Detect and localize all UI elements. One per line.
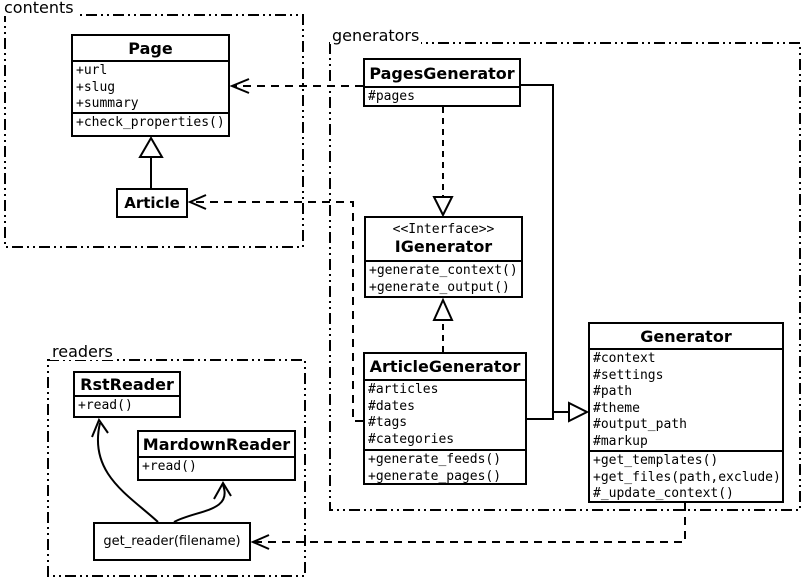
package-label-readers: readers bbox=[50, 342, 115, 361]
arrow-pagesgenerator-uses-page bbox=[229, 78, 363, 94]
class-name: Article bbox=[124, 194, 180, 212]
class-box-article: Article bbox=[116, 188, 188, 218]
attributes-section: #pages bbox=[365, 86, 519, 105]
attribute-row: #output_path bbox=[593, 417, 687, 432]
class-name: PagesGenerator bbox=[369, 63, 515, 83]
package-label-generators: generators bbox=[330, 26, 422, 45]
attribute-row: #dates bbox=[368, 398, 415, 414]
class-name: MardownReader bbox=[142, 434, 291, 454]
attribute-row: #categories bbox=[368, 431, 455, 447]
method-row: +generate_output() bbox=[369, 279, 510, 295]
class-box-page: Page +url +slug +summary +check_properti… bbox=[71, 34, 230, 137]
method-row: +check_properties() bbox=[76, 115, 225, 130]
arrow-generators-extend-generator bbox=[521, 84, 590, 423]
method-row: +generate_pages() bbox=[368, 468, 502, 484]
method-row: +read() bbox=[78, 398, 133, 413]
arrow-get-reader-to-rstreader bbox=[91, 417, 159, 523]
class-name: RstReader bbox=[80, 374, 174, 394]
attribute-row: +url bbox=[76, 63, 108, 78]
stereotype: <<Interface>> bbox=[392, 222, 495, 237]
methods-section: +read() bbox=[139, 456, 294, 479]
attribute-row: #tags bbox=[368, 415, 408, 430]
attributes-section: +url +slug +summary bbox=[73, 60, 228, 112]
class-name: Page bbox=[128, 38, 173, 58]
attribute-row: #path bbox=[593, 384, 633, 399]
attribute-row: +slug bbox=[76, 79, 116, 95]
arrow-articlegenerator-implements-igenerator bbox=[432, 297, 454, 352]
method-row: +read() bbox=[142, 459, 197, 474]
method-row: +generate_feeds() bbox=[368, 452, 502, 467]
function-box-get-reader: get_reader(filename) bbox=[93, 522, 251, 561]
arrow-article-extends-page bbox=[138, 136, 164, 188]
attribute-row: #context bbox=[593, 351, 656, 366]
package-border-contents bbox=[4, 14, 304, 248]
methods-section: +read() bbox=[75, 395, 179, 416]
arrow-pagesgenerator-implements-igenerator bbox=[432, 107, 454, 218]
method-row: +get_files(path,exclude) bbox=[593, 469, 781, 485]
attribute-row: #markup bbox=[593, 433, 648, 449]
attributes-section: #context #settings #path #theme #output_… bbox=[590, 348, 782, 450]
methods-section: +check_properties() bbox=[73, 112, 228, 135]
class-box-mardownreader: MardownReader +read() bbox=[137, 430, 296, 481]
method-row: +generate_context() bbox=[369, 263, 518, 278]
package-border-generators bbox=[329, 42, 801, 511]
class-box-pagesgenerator: PagesGenerator #pages bbox=[363, 58, 521, 107]
package-border-readers bbox=[47, 359, 306, 577]
arrow-generator-uses-get-reader bbox=[250, 503, 686, 550]
attributes-section: #articles #dates #tags #categories bbox=[365, 379, 525, 449]
package-label-contents: contents bbox=[2, 0, 76, 17]
class-header: <<Interface>> IGenerator bbox=[366, 218, 521, 260]
class-box-rstreader: RstReader +read() bbox=[73, 371, 181, 418]
class-box-articlegenerator: ArticleGenerator #articles #dates #tags … bbox=[363, 352, 527, 485]
attribute-row: +summary bbox=[76, 96, 139, 111]
attribute-row: #pages bbox=[368, 89, 415, 104]
attribute-row: #articles bbox=[368, 382, 439, 397]
attribute-row: #settings bbox=[593, 367, 664, 383]
methods-section: +generate_feeds() +generate_pages() bbox=[365, 449, 525, 485]
class-name: Generator bbox=[640, 326, 732, 346]
arrow-articlegenerator-uses-article bbox=[187, 194, 363, 422]
methods-section: +generate_context() +generate_output() bbox=[366, 260, 521, 298]
class-name: ArticleGenerator bbox=[369, 357, 521, 376]
method-row: +get_templates() bbox=[593, 453, 719, 468]
methods-section: +get_templates() +get_files(path,exclude… bbox=[590, 450, 782, 503]
class-box-generator: Generator #context #settings #path #them… bbox=[588, 322, 784, 503]
attribute-row: #theme bbox=[593, 400, 640, 416]
arrow-get-reader-to-mardownreader bbox=[173, 481, 232, 523]
class-box-igenerator: <<Interface>> IGenerator +generate_conte… bbox=[364, 216, 523, 298]
method-row: #_update_context() bbox=[593, 486, 734, 501]
class-name: IGenerator bbox=[394, 237, 493, 256]
